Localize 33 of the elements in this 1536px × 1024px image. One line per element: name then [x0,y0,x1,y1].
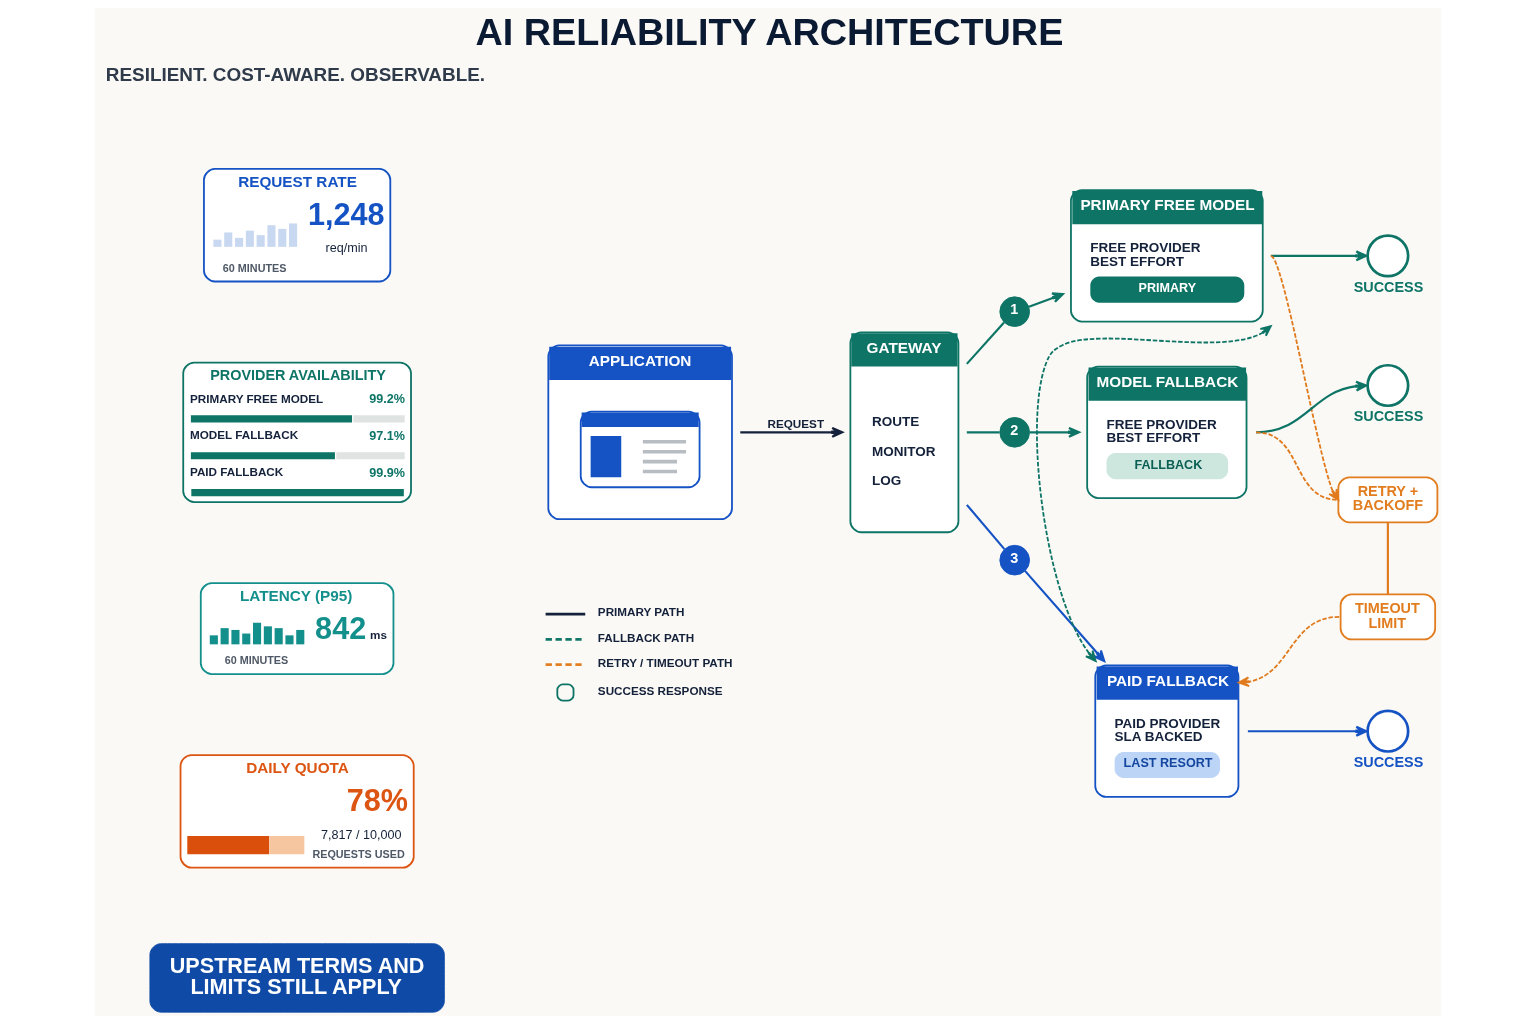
connector [966,321,1005,365]
node-circle: 1 [999,296,1030,327]
legend-label: PRIMARY PATH [597,605,685,619]
label: RESILIENT. COST-AWARE. OBSERVABLE. [105,63,486,85]
diagram-title: AI RELIABILITY ARCHITECTURE [475,10,1064,53]
arrow [1028,292,1064,308]
arrow [1029,426,1081,438]
node-label: SUCCESS [1353,408,1424,425]
arrow [1237,616,1341,688]
edge-label: REQUEST [767,417,825,431]
arrow [1269,254,1340,501]
node-circle: 3 [999,544,1030,576]
legend-label: RETRY / TIMEOUT PATH [597,655,733,669]
node-label: SUCCESS [1353,278,1424,295]
node-label: SUCCESS [1353,754,1424,771]
arrow [1270,250,1368,262]
connector [966,504,1006,550]
node-box: TIMEOUT LIMIT [1339,593,1437,641]
arrow [740,426,844,438]
arrow [1036,325,1272,662]
legend-label: SUCCESS RESPONSE [597,683,723,697]
legend-label: FALLBACK PATH [597,630,695,644]
node-circle: 2 [999,417,1030,448]
node-box: UPSTREAM TERMS AND LIMITS STILL APPLY [149,943,445,1013]
node-circle [1366,234,1410,278]
connector [1255,431,1340,501]
arrow [1247,725,1368,737]
connector [966,431,1000,434]
node-circle [1366,363,1410,408]
node-circle [1366,709,1410,753]
node-box: RETRY + BACKOFF [1337,476,1439,524]
arrow [1024,570,1106,662]
connector [1386,522,1389,595]
